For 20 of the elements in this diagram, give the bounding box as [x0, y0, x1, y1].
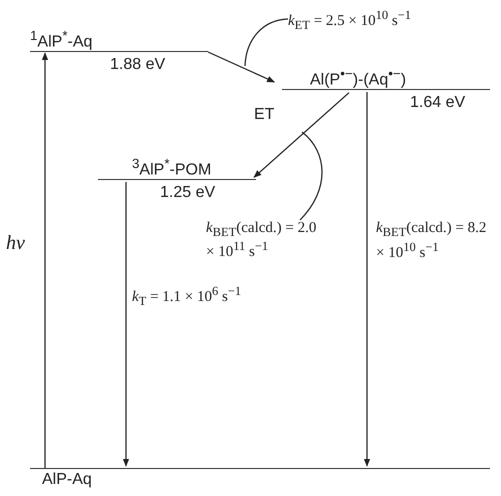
arrow: [208, 51, 276, 83]
leader-line: [244, 18, 288, 66]
arrow: [122, 182, 130, 467]
rate-label: k$_{ET}$ = 2.5 × 10$^{10}$ s$^{−1}$: [288, 8, 488, 32]
rate-label: k$_{T}$ = 1.1 × 10$^{6}$ s$^{−1}$: [132, 284, 242, 309]
edge-label: ET: [254, 106, 276, 124]
ground-state-level: AlP-Aq: [30, 468, 490, 494]
leader-line: [300, 132, 323, 220]
arrow: [42, 52, 48, 468]
rate-label: k$_{BET}$(calcd.) = 2.0 × 10$^{11}$ s$^{−1}$: [206, 220, 318, 262]
energy-value: 1.25 eV: [160, 184, 216, 202]
energy-value: 1.64 eV: [410, 94, 466, 112]
energy-value: 1.88 eV: [110, 56, 166, 74]
energy-level: $^{3}$AlP$^{*}$-POM: [98, 156, 256, 180]
photon-label: hν: [6, 232, 26, 255]
rate-label: k$_{BET}$(calcd.) = 8.2 × 10$^{10}$ s$^{−1}$: [376, 220, 488, 262]
arrow: [364, 92, 370, 467]
arrow: [253, 92, 350, 178]
energy-level: Al(P$^{•−}$)-(Aq$^{•−}$): [282, 66, 490, 90]
energy-level: $^{1}$AlP$^{*}$-Aq: [30, 28, 208, 52]
